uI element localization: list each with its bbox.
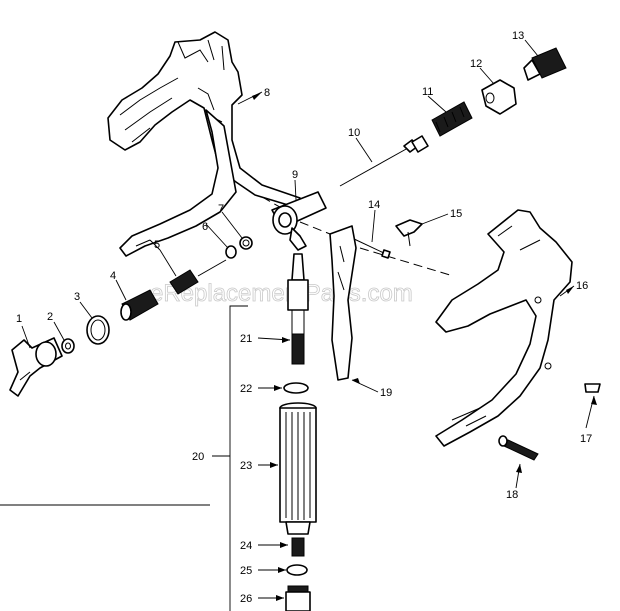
callout-12: 12 — [470, 58, 482, 70]
handle-part — [435, 209, 573, 447]
needle-part — [339, 135, 429, 187]
callout-21: 21 — [240, 333, 252, 345]
adjusting-knob-part — [523, 47, 567, 81]
screw-part-18 — [498, 435, 539, 461]
callout-3: 3 — [74, 291, 80, 303]
callout-8: 8 — [264, 87, 270, 99]
nozzle-sleeve-part — [120, 289, 159, 321]
callout-2: 2 — [47, 311, 53, 323]
o-ring-part — [283, 382, 309, 394]
callout-13: 13 — [512, 30, 524, 42]
filter-assembly-bracket — [229, 305, 248, 611]
callout-19: 19 — [380, 387, 392, 399]
callout-20: 20 — [192, 451, 204, 463]
callout-22: 22 — [240, 383, 252, 395]
callout-15: 15 — [450, 208, 462, 220]
seal-part — [286, 564, 308, 576]
screw-part-17 — [584, 383, 601, 393]
callout-1: 1 — [16, 313, 22, 325]
callout-26: 26 — [240, 593, 252, 605]
callout-23: 23 — [240, 460, 252, 472]
callout-9: 9 — [292, 169, 298, 181]
filter-stem-part — [287, 253, 309, 365]
hex-nut-part — [481, 79, 517, 115]
callout-11: 11 — [422, 86, 433, 98]
base-nut-part — [285, 585, 311, 611]
callout-6: 6 — [202, 221, 208, 233]
seal-ring-part — [225, 236, 253, 259]
trigger-part — [329, 225, 357, 381]
callout-18: 18 — [506, 489, 518, 501]
trigger-pin-part — [351, 237, 391, 259]
gun-body-part — [107, 31, 301, 257]
callout-5: 5 — [154, 239, 160, 251]
fluid-housing-part — [271, 191, 327, 251]
washer-part — [61, 338, 75, 354]
callout-labels: 1 2 3 4 5 6 7 8 9 10 11 12 13 14 15 16 1… — [16, 30, 592, 605]
callout-24: 24 — [240, 540, 252, 552]
fitting-part — [291, 537, 305, 557]
callout-17: 17 — [580, 433, 592, 445]
callout-14: 14 — [368, 199, 380, 211]
callout-4: 4 — [110, 270, 116, 282]
spray-tip-part — [9, 337, 63, 397]
callout-10: 10 — [348, 127, 360, 139]
screw-part-15 — [395, 219, 423, 247]
spring-part-11 — [431, 101, 473, 137]
retaining-ring-part — [86, 315, 110, 345]
filter-element-part — [279, 402, 317, 535]
leader-arrowheads — [252, 92, 597, 601]
callout-16: 16 — [576, 280, 588, 292]
callout-25: 25 — [240, 565, 252, 577]
callout-7: 7 — [218, 203, 224, 215]
spring-part-5 — [169, 259, 227, 295]
